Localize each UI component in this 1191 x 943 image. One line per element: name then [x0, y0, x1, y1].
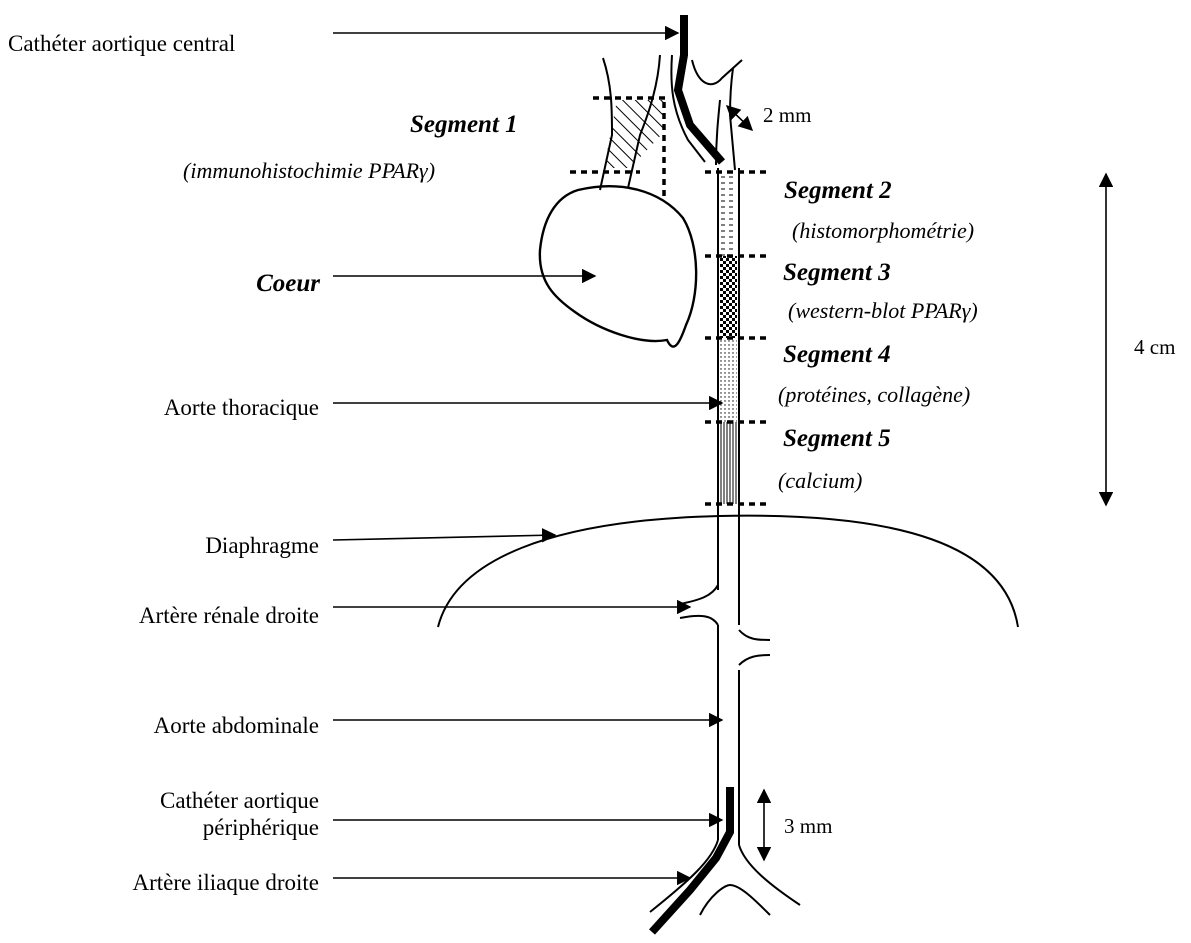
label-catheter-peripherique-2: périphérique: [203, 815, 319, 840]
label-aorte-abdominale: Aorte abdominale: [154, 713, 319, 738]
central-catheter: [678, 15, 722, 162]
dim-4cm-label: 4 cm: [1134, 335, 1175, 359]
iliac-crotch: [700, 885, 770, 915]
segment-3-area: [720, 256, 737, 338]
left-renal-artery: [739, 630, 770, 640]
right-renal-artery-lower: [680, 616, 718, 625]
segment-3-title: Segment 3: [783, 259, 891, 286]
segment-4-title: Segment 4: [783, 341, 891, 368]
label-artere-renale: Artère rénale droite: [139, 603, 319, 628]
segment-5-subtitle: (calcium): [778, 468, 862, 493]
label-aorte-thoracique: Aorte thoracique: [164, 395, 319, 420]
segment-4-area: [720, 338, 737, 422]
label-artere-iliaque: Artère iliaque droite: [133, 870, 319, 895]
label-catheter-central: Cathéter aortique central: [8, 31, 235, 56]
segment-5-area: [720, 422, 737, 504]
label-catheter-peripherique-1: Cathéter aortique: [160, 788, 319, 813]
central-branch-right: [692, 60, 742, 84]
heart-outline: [540, 186, 696, 346]
left-renal-artery-lower: [739, 655, 770, 665]
segment-5-title: Segment 5: [783, 425, 891, 452]
segment-2-title: Segment 2: [784, 177, 892, 204]
segment-3-subtitle: (western-blot PPARγ): [788, 298, 978, 323]
segment-1-title: Segment 1: [410, 111, 518, 138]
right-renal-artery: [680, 585, 718, 604]
segment-2-area: [720, 172, 737, 256]
left-iliac-outer: [739, 845, 800, 905]
dim-2mm-label: 2 mm: [763, 103, 811, 127]
label-diaphragme: Diaphragme: [205, 533, 319, 558]
segment-1-subtitle: (immunohistochimie PPARγ): [183, 158, 435, 183]
dim-3mm-label: 3 mm: [784, 814, 832, 838]
segment-1-area: [604, 100, 664, 168]
left-carotid-branch: [600, 58, 612, 190]
right-branch: [730, 68, 735, 170]
segment-4-subtitle: (protéines, collagène): [778, 382, 970, 407]
label-coeur: Coeur: [256, 270, 320, 297]
diaphragm-curve: [438, 516, 1018, 627]
segment-2-subtitle: (histomorphométrie): [792, 218, 974, 243]
arrow-diaphragme: [333, 535, 555, 540]
